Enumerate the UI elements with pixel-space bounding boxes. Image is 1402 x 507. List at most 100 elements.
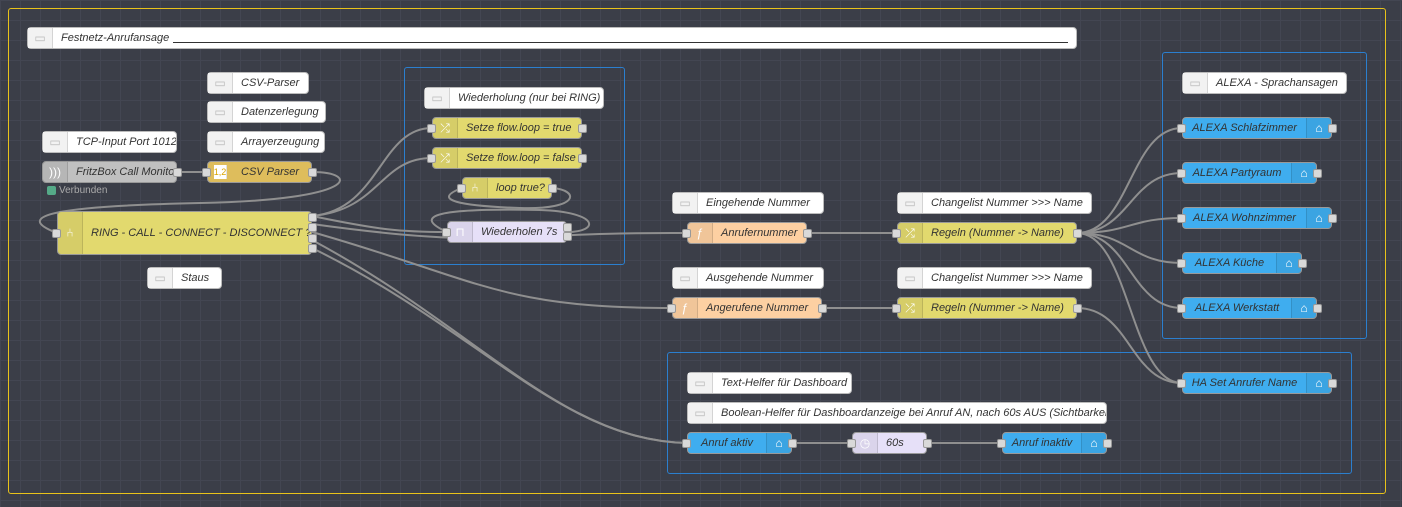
- group-wiederholung[interactable]: [404, 67, 625, 265]
- output-port[interactable]: [548, 183, 557, 193]
- node-regeln-nummer-name[interactable]: ⤮Regeln (Nummer -> Name): [897, 297, 1077, 319]
- node-anruf-inaktiv[interactable]: Anruf inaktiv⌂: [1002, 432, 1107, 454]
- output-port[interactable]: [788, 438, 797, 448]
- output-port[interactable]: [1313, 168, 1322, 178]
- output-port[interactable]: [308, 213, 317, 222]
- input-port[interactable]: [1177, 123, 1186, 133]
- node-label: RING - CALL - CONNECT - DISCONNECT ?: [91, 227, 311, 239]
- input-port[interactable]: [1177, 303, 1186, 313]
- comment-icon: ▭: [425, 88, 450, 108]
- node-label: Arrayerzeugung: [241, 136, 320, 148]
- input-port[interactable]: [1177, 378, 1186, 388]
- node-alexa-k-che[interactable]: ALEXA Küche⌂: [1182, 252, 1302, 274]
- output-port[interactable]: [308, 233, 317, 243]
- input-port[interactable]: [52, 228, 61, 238]
- comment-node-ausgehende-nummer[interactable]: ▭Ausgehende Nummer: [672, 267, 824, 289]
- input-port[interactable]: [442, 227, 451, 237]
- node-alexa-schlafzimmer[interactable]: ALEXA Schlafzimmer⌂: [1182, 117, 1332, 139]
- comment-node-changelist-nummer-name[interactable]: ▭Changelist Nummer >>> Name: [897, 267, 1092, 289]
- output-port[interactable]: [308, 167, 317, 177]
- input-port[interactable]: [457, 183, 466, 193]
- comment-node-boolean-helfer-f-r-dashboardanzeige-bei-anruf-an-nach-60s-aus-sichtbarkeit[interactable]: ▭Boolean-Helfer für Dashboardanzeige bei…: [687, 402, 1107, 424]
- input-port[interactable]: [847, 438, 856, 448]
- input-port[interactable]: [202, 167, 211, 177]
- node-label: CSV-Parser: [241, 77, 300, 89]
- group-festnetz[interactable]: [8, 8, 1386, 494]
- output-port[interactable]: [1298, 258, 1307, 268]
- output-port[interactable]: [803, 228, 812, 238]
- node-60s[interactable]: ◷60s: [852, 432, 927, 454]
- output-port[interactable]: [563, 232, 572, 241]
- group-dashboard[interactable]: [667, 352, 1352, 474]
- output-port[interactable]: [563, 223, 572, 232]
- input-port[interactable]: [427, 153, 436, 163]
- input-port[interactable]: [427, 123, 436, 133]
- comment-node-changelist-nummer-name[interactable]: ▭Changelist Nummer >>> Name: [897, 192, 1092, 214]
- comment-node-csv-parser[interactable]: ▭CSV-Parser: [207, 72, 309, 94]
- node-label: Wiederholen 7s: [481, 226, 558, 238]
- tcp-in-icon: ))): [43, 162, 68, 182]
- output-port[interactable]: [818, 303, 827, 313]
- comment-node-datenzerlegung[interactable]: ▭Datenzerlegung: [207, 101, 326, 123]
- input-port[interactable]: [667, 303, 676, 313]
- wire: [311, 247, 688, 444]
- node-alexa-partyraum[interactable]: ALEXA Partyraum⌂: [1182, 162, 1317, 184]
- node-label: Boolean-Helfer für Dashboardanzeige bei …: [721, 407, 1106, 419]
- output-port[interactable]: [308, 244, 317, 253]
- wire: [1076, 232, 1183, 264]
- group-alexa[interactable]: [1162, 52, 1367, 339]
- input-port[interactable]: [682, 438, 691, 448]
- comment-node-eingehende-nummer[interactable]: ▭Eingehende Nummer: [672, 192, 824, 214]
- input-port[interactable]: [892, 303, 901, 313]
- comment-icon: ▭: [208, 132, 233, 152]
- output-port[interactable]: [1328, 213, 1337, 223]
- change-icon: ⤮: [433, 148, 458, 168]
- node-setze-flow-loop-true[interactable]: ⤮Setze flow.loop = true: [432, 117, 582, 139]
- comment-node-alexa-sprachansagen[interactable]: ▭ALEXA - Sprachansagen: [1182, 72, 1347, 94]
- input-port[interactable]: [997, 438, 1006, 448]
- node-fritzbox-call-monitor[interactable]: )))FritzBox Call Monitor: [42, 161, 177, 183]
- output-port[interactable]: [1328, 123, 1337, 133]
- comment-node-text-helfer-f-r-dashboard[interactable]: ▭Text-Helfer für Dashboard: [687, 372, 852, 394]
- input-port[interactable]: [1177, 168, 1186, 178]
- wire: [311, 231, 673, 309]
- output-port[interactable]: [1103, 438, 1112, 448]
- wire: [1076, 232, 1183, 309]
- output-port[interactable]: [1073, 228, 1082, 238]
- comment-node-tcp-input-port-1012[interactable]: ▭TCP-Input Port 1012: [42, 131, 177, 153]
- node-label: Regeln (Nummer -> Name): [931, 302, 1064, 314]
- output-port[interactable]: [1328, 378, 1337, 388]
- input-port[interactable]: [1177, 213, 1186, 223]
- output-port[interactable]: [1313, 303, 1322, 313]
- comment-node-wiederholung-nur-bei-ring[interactable]: ▭Wiederholung (nur bei RING): [424, 87, 604, 109]
- input-port[interactable]: [892, 228, 901, 238]
- node-alexa-wohnzimmer[interactable]: ALEXA Wohnzimmer⌂: [1182, 207, 1332, 229]
- node-loop-true[interactable]: ⑃loop true?: [462, 177, 552, 199]
- comment-node-staus[interactable]: ▭Staus: [147, 267, 222, 289]
- output-port[interactable]: [173, 167, 182, 177]
- output-port[interactable]: [923, 438, 932, 448]
- node-regeln-nummer-name[interactable]: ⤮Regeln (Nummer -> Name): [897, 222, 1077, 244]
- node-label: Angerufene Nummer: [706, 302, 809, 314]
- input-port[interactable]: [1177, 258, 1186, 268]
- node-label: Text-Helfer für Dashboard: [721, 377, 848, 389]
- output-port[interactable]: [578, 123, 587, 133]
- comment-node-arrayerzeugung[interactable]: ▭ Arrayerzeugung: [207, 131, 325, 153]
- output-port[interactable]: [308, 223, 317, 233]
- comment-node-festnetz-anrufansage[interactable]: ▭Festnetz-Anrufansage: [27, 27, 1077, 49]
- node-alexa-werkstatt[interactable]: ALEXA Werkstatt⌂: [1182, 297, 1317, 319]
- node-setze-flow-loop-false[interactable]: ⤮Setze flow.loop = false: [432, 147, 582, 169]
- node-ha-set-anrufer-name[interactable]: HA Set Anrufer Name⌂: [1182, 372, 1332, 394]
- node-wiederholen-7s[interactable]: ⊓Wiederholen 7s: [447, 221, 567, 243]
- change-icon: ⤮: [898, 223, 923, 243]
- node-ring-call-connect-disconnect[interactable]: ⑃RING - CALL - CONNECT - DISCONNECT ?: [57, 211, 312, 255]
- output-port[interactable]: [1073, 303, 1082, 313]
- node-label: Staus: [181, 272, 210, 284]
- node-anruf-aktiv[interactable]: Anruf aktiv⌂: [687, 432, 792, 454]
- output-port[interactable]: [578, 153, 587, 163]
- input-port[interactable]: [682, 228, 691, 238]
